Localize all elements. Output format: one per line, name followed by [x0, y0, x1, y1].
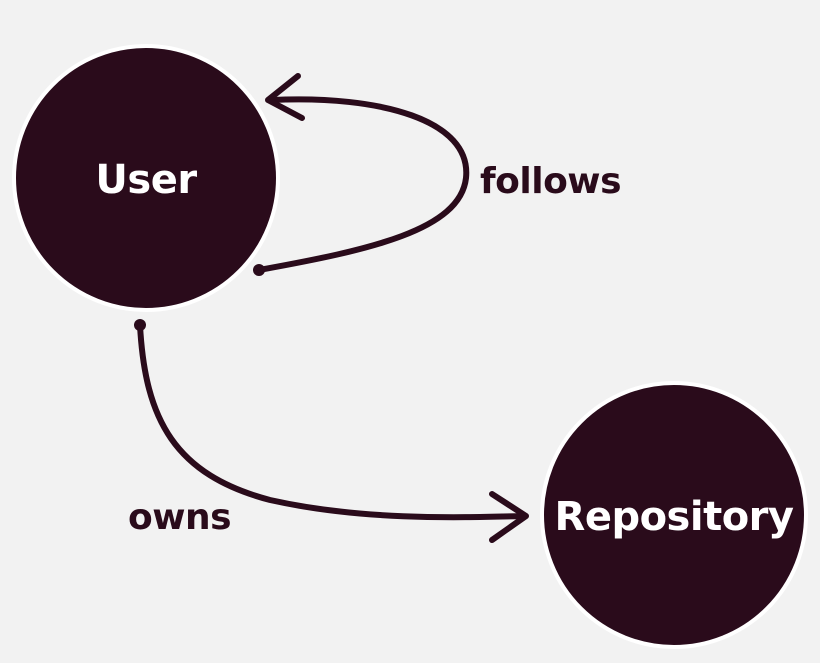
edge-owns-line	[137, 322, 527, 521]
node-user: User	[12, 44, 280, 312]
edge-follows: follows	[253, 73, 622, 276]
node-repository-label: Repository	[555, 494, 794, 540]
edge-owns-arrowhead	[489, 491, 529, 543]
node-user-label: User	[95, 157, 197, 203]
edge-owns: owns	[128, 319, 529, 543]
node-repository-circle	[540, 381, 808, 649]
edge-follows-label: follows	[480, 161, 621, 202]
edge-follows-line	[256, 96, 470, 273]
edge-owns-label: owns	[128, 497, 231, 538]
edge-follows-arrowhead	[265, 73, 305, 121]
node-repository: Repository	[540, 381, 808, 649]
node-user-circle	[12, 44, 280, 312]
